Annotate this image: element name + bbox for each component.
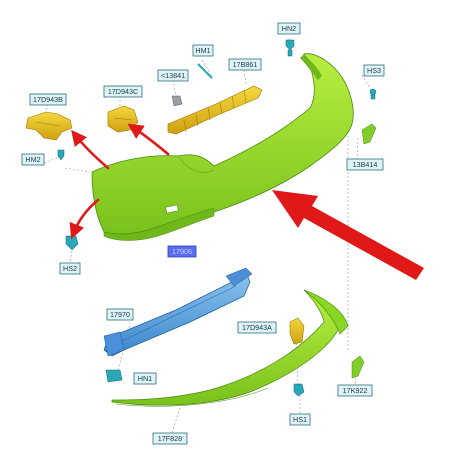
label-17d943a: 17D943A bbox=[237, 321, 277, 334]
bracket-17k922 bbox=[351, 355, 365, 379]
label-17f828: 17F828 bbox=[152, 432, 188, 445]
big-red-arrow bbox=[272, 190, 424, 280]
red-arrows bbox=[69, 123, 170, 240]
fastener-hs1 bbox=[293, 383, 305, 397]
fastener-hn2-top bbox=[285, 39, 295, 57]
label-17d943b: 17D943B bbox=[29, 93, 67, 106]
label-hn2-top: HN2 bbox=[277, 22, 301, 35]
fastener-hn1 bbox=[105, 369, 123, 383]
label-hm2: HM2 bbox=[21, 153, 45, 166]
label-hs2-text: HS2 bbox=[63, 264, 77, 273]
lower-valance-17f828 bbox=[111, 289, 349, 407]
energy-absorber-17b861 bbox=[167, 85, 263, 135]
label-hs3: HS3 bbox=[363, 64, 385, 77]
label-17b861: 17B861 bbox=[228, 58, 262, 71]
label-17906: 17906 bbox=[167, 245, 197, 258]
bracket-17d943a bbox=[289, 317, 305, 345]
bumper-beam-17970 bbox=[103, 267, 253, 357]
label-17d943c-text: 17D943C bbox=[108, 87, 138, 96]
label-13b414-text: 13B414 bbox=[353, 160, 378, 169]
fastener-hm2 bbox=[57, 149, 65, 161]
label-hn1-text: HN1 bbox=[138, 374, 152, 383]
label-hs1: HS1 bbox=[289, 413, 311, 426]
label-hs3-text: HS3 bbox=[367, 66, 381, 75]
bracket-17d943b bbox=[25, 111, 73, 141]
label-13841-text: <13841 bbox=[161, 71, 185, 80]
label-hm1: HM1 bbox=[192, 44, 214, 57]
rear-bumper-cover bbox=[91, 53, 354, 241]
label-17970: 17970 bbox=[106, 308, 134, 321]
fastener-hs3 bbox=[369, 88, 377, 100]
label-hm2-text: HM2 bbox=[25, 155, 40, 164]
label-hn1: HN1 bbox=[133, 372, 157, 385]
label-13841: <13841 bbox=[157, 69, 189, 82]
label-17d943a-text: 17D943A bbox=[242, 323, 272, 332]
label-hm1-text: HM1 bbox=[195, 46, 210, 55]
label-17b861-text: 17B861 bbox=[233, 60, 258, 69]
fastener-hm1-top bbox=[197, 63, 213, 79]
label-hn2-top-text: HN2 bbox=[282, 24, 296, 33]
fastener-hs2 bbox=[65, 235, 79, 251]
label-17d943b-text: 17D943B bbox=[33, 95, 63, 104]
label-hs1-text: HS1 bbox=[293, 415, 307, 424]
label-17906-text: 17906 bbox=[172, 247, 192, 256]
label-17k922: 17K922 bbox=[337, 384, 373, 397]
label-hs2: HS2 bbox=[59, 262, 81, 275]
label-17k922-text: 17K922 bbox=[343, 386, 368, 395]
clip-13841 bbox=[171, 95, 183, 107]
label-13b414: 13B414 bbox=[346, 158, 384, 171]
label-17f828-text: 17F828 bbox=[158, 434, 182, 443]
bracket-13b414 bbox=[361, 123, 377, 145]
label-17d943c: 17D943C bbox=[103, 85, 143, 98]
label-17970-text: 17970 bbox=[110, 310, 130, 319]
